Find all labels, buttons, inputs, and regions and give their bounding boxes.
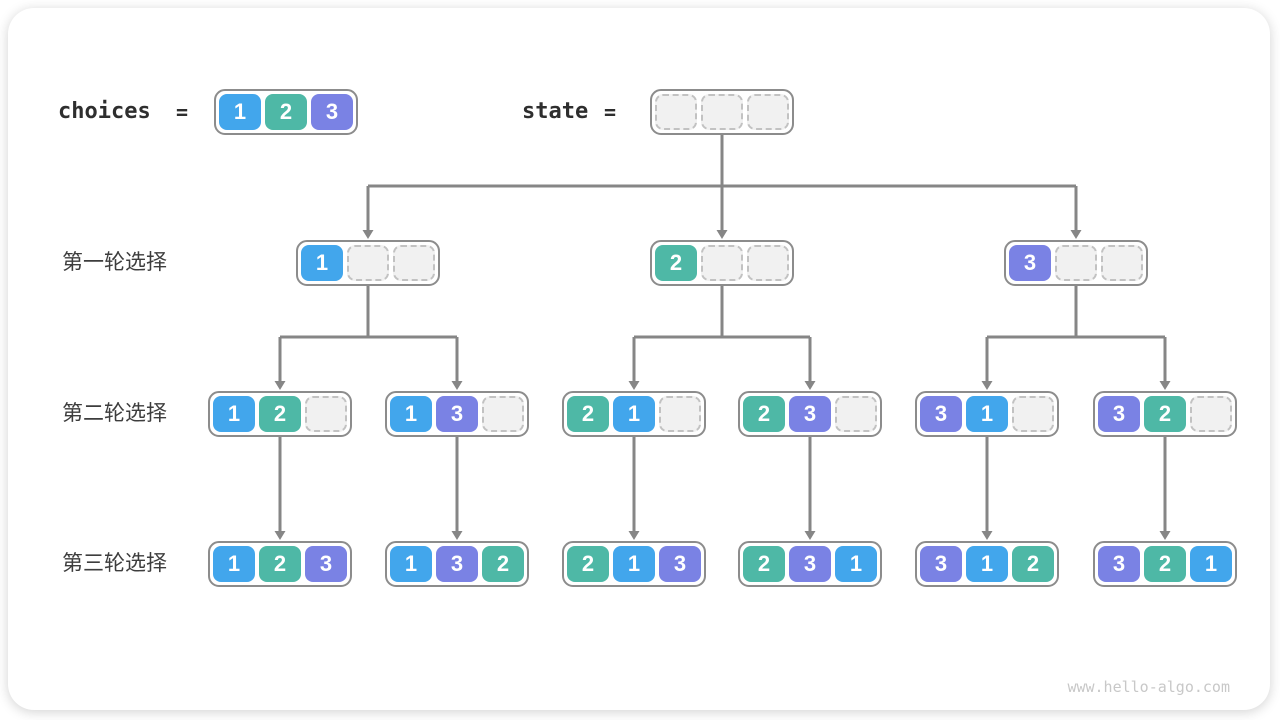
cell-2: 2	[743, 396, 785, 432]
cell-empty	[1012, 396, 1054, 432]
cell-2: 2	[1012, 546, 1054, 582]
cell-3: 3	[436, 546, 478, 582]
cell-1: 1	[219, 94, 261, 130]
cell-1: 1	[613, 396, 655, 432]
cell-3: 3	[659, 546, 701, 582]
cell-empty	[1101, 245, 1143, 281]
cell-3: 3	[789, 546, 831, 582]
cell-1: 1	[835, 546, 877, 582]
cell-2: 2	[1144, 546, 1186, 582]
cell-3: 3	[1098, 396, 1140, 432]
tree-node-slot: 1	[296, 240, 440, 286]
cell-empty	[701, 94, 743, 130]
cell-1: 1	[390, 396, 432, 432]
cell-2: 2	[482, 546, 524, 582]
cell-empty	[747, 94, 789, 130]
cell-1: 1	[966, 546, 1008, 582]
cell-2: 2	[743, 546, 785, 582]
cell-1: 1	[213, 396, 255, 432]
cell-3: 3	[436, 396, 478, 432]
cell-empty	[747, 245, 789, 281]
cell-1: 1	[301, 245, 343, 281]
cell-empty	[659, 396, 701, 432]
cell-3: 3	[789, 396, 831, 432]
watermark: www.hello-algo.com	[1067, 678, 1230, 696]
cell-1: 1	[213, 546, 255, 582]
cell-2: 2	[265, 94, 307, 130]
round-label-1: 第一轮选择	[62, 251, 167, 274]
cell-3: 3	[311, 94, 353, 130]
cell-2: 2	[259, 546, 301, 582]
state-equals-sign: =	[604, 100, 617, 124]
cell-3: 3	[1009, 245, 1051, 281]
tree-node-slot: 2	[650, 240, 794, 286]
cell-2: 2	[259, 396, 301, 432]
choices-equals-sign: =	[176, 100, 189, 124]
tree-node-2xx: 2	[650, 240, 794, 286]
cell-1: 1	[1190, 546, 1232, 582]
cell-2: 2	[567, 546, 609, 582]
tree-node-slot: 3	[1004, 240, 1148, 286]
choices-label: choices	[58, 99, 151, 124]
state-label: state	[522, 99, 589, 124]
cell-2: 2	[655, 245, 697, 281]
cell-empty	[305, 396, 347, 432]
cell-1: 1	[966, 396, 1008, 432]
cell-empty	[655, 94, 697, 130]
state-array	[650, 89, 794, 135]
cell-empty	[347, 245, 389, 281]
cell-3: 3	[1098, 546, 1140, 582]
cell-1: 1	[390, 546, 432, 582]
round-label-2: 第二轮选择	[62, 402, 167, 425]
cell-3: 3	[305, 546, 347, 582]
tree-node-xxx	[650, 89, 794, 135]
cell-empty	[701, 245, 743, 281]
cell-empty	[1190, 396, 1232, 432]
round-label-3: 第三轮选择	[62, 552, 167, 575]
cell-2: 2	[1144, 396, 1186, 432]
cell-2: 2	[567, 396, 609, 432]
cell-empty	[1055, 245, 1097, 281]
tree-node-3xx: 3	[1004, 240, 1148, 286]
tree-node-1xx: 1	[296, 240, 440, 286]
cell-3: 3	[920, 546, 962, 582]
cell-empty	[482, 396, 524, 432]
cell-1: 1	[613, 546, 655, 582]
cell-empty	[835, 396, 877, 432]
cell-empty	[393, 245, 435, 281]
cell-3: 3	[920, 396, 962, 432]
